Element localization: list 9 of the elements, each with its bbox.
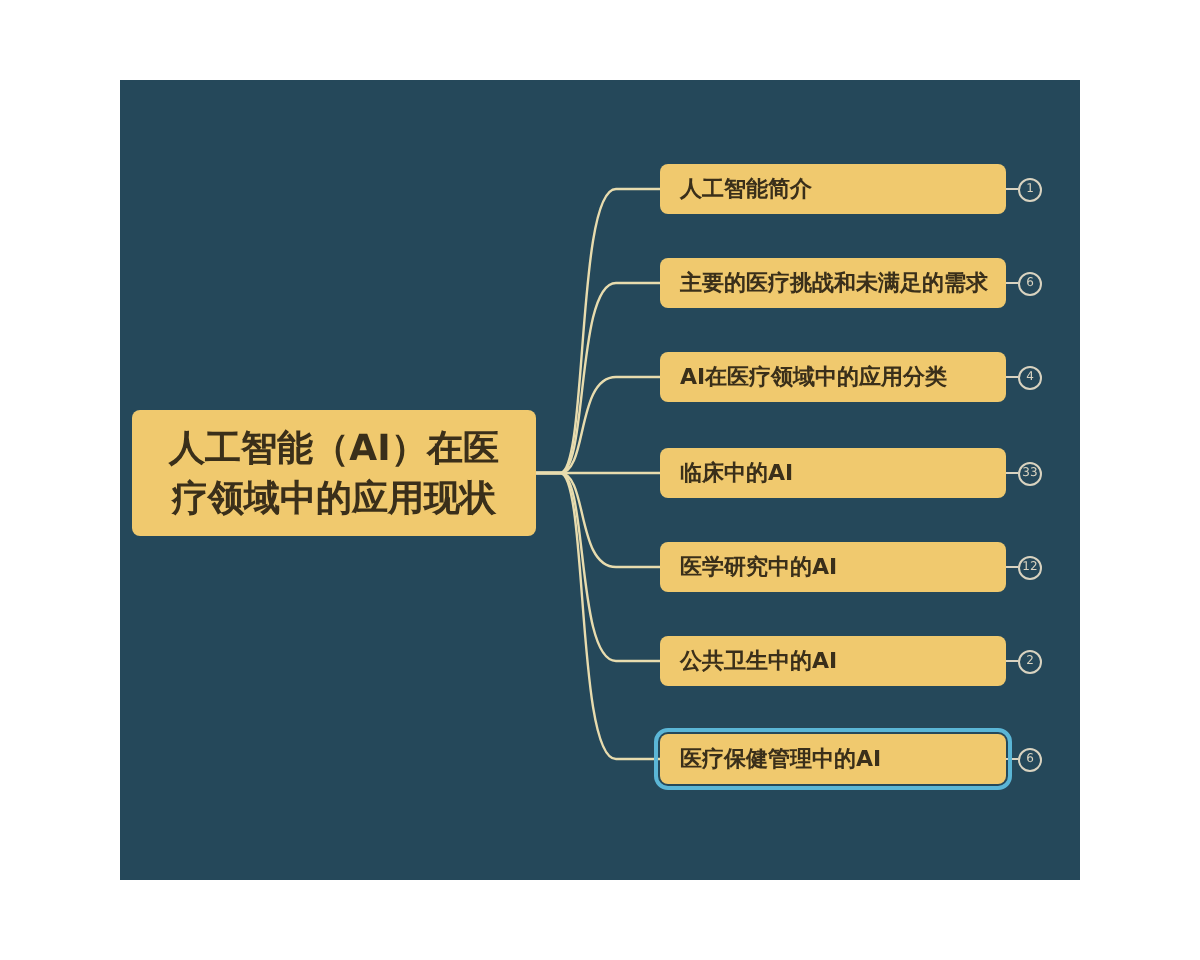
topic-box: 医学研究中的AI: [660, 542, 1006, 592]
topic-box: 公共卫生中的AI: [660, 636, 1006, 686]
central-topic-box: 人工智能（AI）在医疗领域中的应用现状: [132, 410, 536, 536]
topic-box: 主要的医疗挑战和未满足的需求: [660, 258, 1006, 308]
topic-box: AI在医疗领域中的应用分类: [660, 352, 1006, 402]
topic-box: 临床中的AI: [660, 448, 1006, 498]
topic-box: 人工智能简介: [660, 164, 1006, 214]
connector-line: [536, 471, 660, 761]
topic-box: 医疗保健管理中的AI: [660, 734, 1006, 784]
